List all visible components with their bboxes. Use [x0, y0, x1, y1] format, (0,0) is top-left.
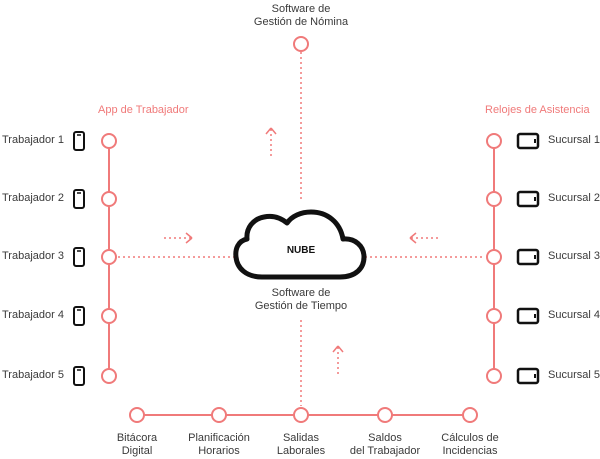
feature-label: Saldos del Trabajador	[349, 432, 421, 457]
top-system-label: Software de Gestión de Nómina	[253, 3, 349, 28]
feature-label: Planificación Horarios	[188, 432, 250, 457]
bottom-node	[211, 407, 227, 423]
bottom-node	[293, 407, 309, 423]
branch-label: Sucursal 5	[548, 369, 600, 381]
time-clock-icon	[516, 367, 540, 385]
bottom-node	[377, 407, 393, 423]
cloud-label: NUBE	[286, 245, 316, 256]
time-clock-icon	[516, 307, 540, 325]
smartphone-icon	[73, 366, 85, 386]
worker-label: Trabajador 4	[2, 309, 64, 321]
smartphone-icon	[73, 247, 85, 267]
smartphone-icon	[73, 189, 85, 209]
right-node	[486, 191, 502, 207]
left-node	[101, 308, 117, 324]
time-clock-icon	[516, 248, 540, 266]
left-junction-node	[101, 249, 117, 265]
arrow-up-bottom-icon	[332, 345, 344, 374]
smartphone-icon	[73, 306, 85, 326]
worker-label: Trabajador 1	[2, 134, 64, 146]
right-junction-node	[486, 249, 502, 265]
arrow-left-icon	[409, 232, 438, 244]
branch-label: Sucursal 4	[548, 309, 600, 321]
arrow-right-icon	[164, 232, 193, 244]
top-node	[293, 36, 309, 52]
worker-label: Trabajador 5	[2, 369, 64, 381]
branch-label: Sucursal 2	[548, 192, 600, 204]
right-node	[486, 368, 502, 384]
left-node	[101, 191, 117, 207]
bottom-node	[462, 407, 478, 423]
cloud-icon	[233, 209, 367, 280]
feature-label: Salidas Laborales	[276, 432, 326, 457]
bottom-node	[129, 407, 145, 423]
cloud-caption: Software de Gestión de Tiempo	[254, 287, 348, 312]
left-node	[101, 133, 117, 149]
right-node	[486, 308, 502, 324]
time-clock-icon	[516, 132, 540, 150]
left-node	[101, 368, 117, 384]
feature-label: Cálculos de Incidencias	[441, 432, 499, 457]
right-group-title: Relojes de Asistencia	[485, 104, 590, 116]
smartphone-icon	[73, 131, 85, 151]
worker-label: Trabajador 2	[2, 192, 64, 204]
branch-label: Sucursal 1	[548, 134, 600, 146]
left-group-title: App de Trabajador	[98, 104, 189, 116]
feature-label: Bitácora Digital	[116, 432, 158, 457]
branch-label: Sucursal 3	[548, 250, 600, 262]
right-node	[486, 133, 502, 149]
time-clock-icon	[516, 190, 540, 208]
arrow-up-top-icon	[265, 127, 277, 156]
worker-label: Trabajador 3	[2, 250, 64, 262]
